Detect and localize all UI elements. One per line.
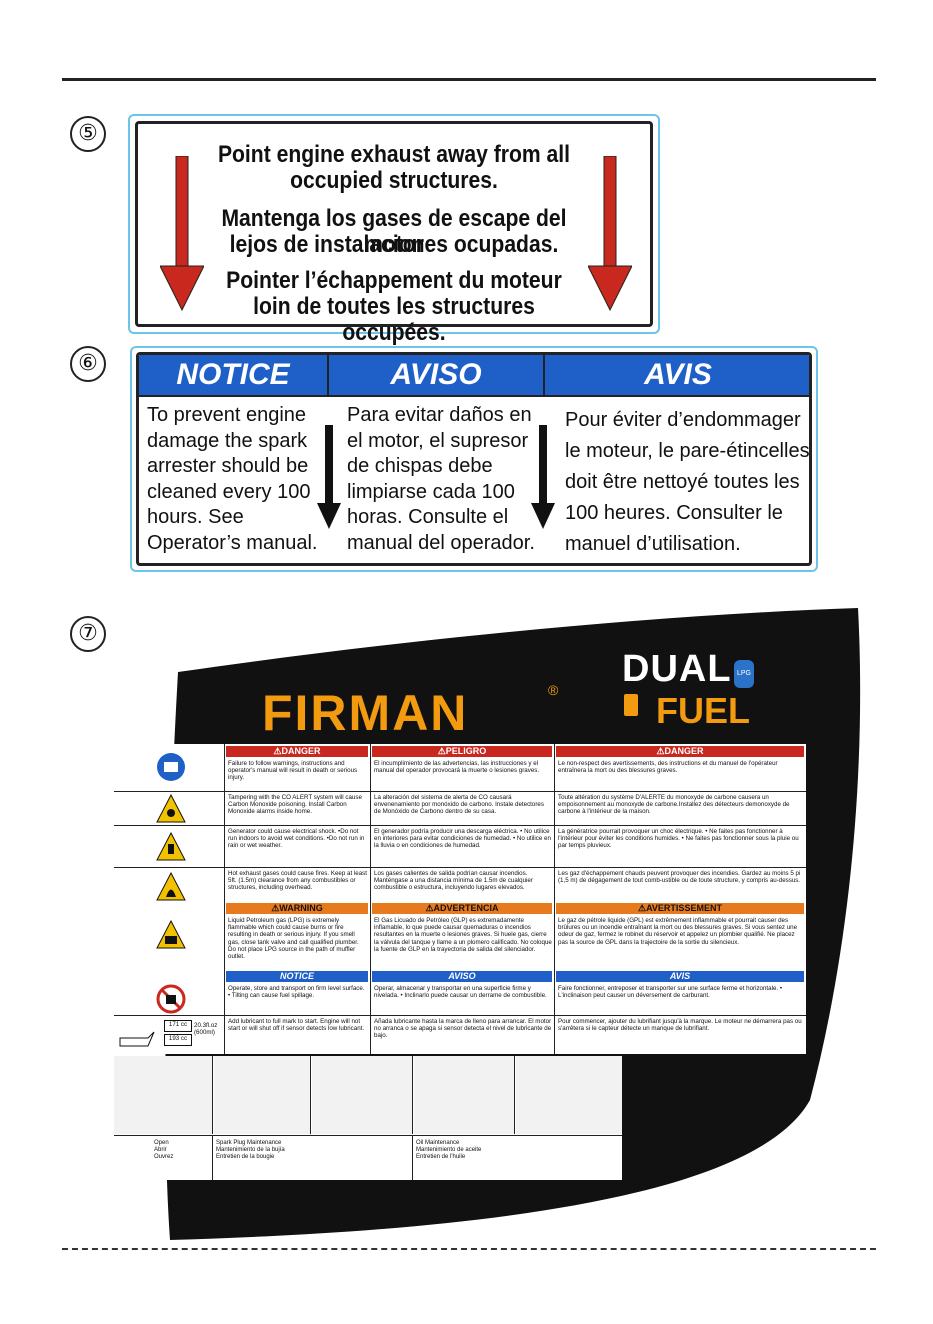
down-arrow-icon	[317, 425, 341, 529]
safety-table: ⚠DANGER ⚠PELIGRO ⚠DANGER Failure to foll…	[114, 744, 806, 1054]
row6-fr: Faire fonctionner, entreposer et transpo…	[558, 985, 783, 1000]
aviso-header: AVISO	[329, 355, 543, 395]
row1-en: Failure to follow warnings, instructions…	[228, 760, 358, 782]
row4-es: Los gases calientes de salida podrían ca…	[374, 870, 533, 892]
row3-en: Generator could cause electrical shock. …	[228, 828, 365, 850]
oil-193cc: 193 cc	[164, 1034, 192, 1046]
row5-fr: Le gaz de pétrole liquide (GPL) est extr…	[558, 917, 798, 946]
row7-fr: Pour commencer, ajouter du lubrifiant ju…	[558, 1018, 802, 1033]
row6-es: Operar, almacenar y transportar en una s…	[374, 985, 547, 1000]
row7-es: Añada lubricante hasta la marca de lleno…	[374, 1018, 552, 1040]
notice-header-fr: AVIS	[556, 971, 804, 982]
row2-es: La alteración del sistema de alerta de C…	[374, 794, 544, 816]
firman-logo: FIRMAN	[262, 685, 469, 741]
row1-fr: Le non-respect des avertissements, des i…	[558, 760, 778, 775]
exhaust-line-fr-1: Pointer l’échappement du moteur	[226, 267, 562, 294]
row5-es: El Gas Licuado de Petróleo (GLP) es extr…	[374, 917, 552, 953]
notice-header-es: AVISO	[372, 971, 552, 982]
dual-fuel-logo-dual: DUAL	[622, 648, 732, 690]
header-underline	[139, 395, 809, 397]
row2-en: Tampering with the CO ALERT system will …	[228, 794, 362, 816]
row6-en: Operate, store and transport on firm lev…	[228, 985, 365, 1000]
row3-es: El generador podría producir una descarg…	[374, 828, 551, 850]
row1-es: El incumplimiento de las advertencias, l…	[374, 760, 540, 775]
circle-number-7: ⑦	[70, 616, 106, 652]
fuel-pump-icon	[624, 694, 638, 716]
exhaust-label: Point engine exhaust away from all occup…	[128, 114, 660, 346]
notice-header: NOTICE	[139, 355, 327, 395]
warning-header-es: ⚠ADVERTENCIA	[372, 903, 552, 914]
read-manual-icon	[157, 753, 185, 781]
danger-header-en: ⚠DANGER	[226, 746, 368, 757]
oil-171cc: 171 cc	[164, 1020, 192, 1032]
down-arrow-right-icon	[588, 156, 632, 312]
exhaust-line-es-2: lejos de instalaciones ocupadas.	[229, 231, 559, 258]
row3-fr: La génératrice pourrait provoquer un cho…	[558, 828, 799, 850]
exhaust-line-en-1: Point engine exhaust away from all	[217, 141, 571, 168]
header-divider	[327, 355, 329, 395]
oil-drain-illustration	[516, 1056, 622, 1134]
exhaust-line-es-1: Mantenga los gases de escape del motor	[221, 205, 567, 258]
oil-can-icon	[119, 1031, 155, 1047]
down-arrow-icon	[531, 425, 555, 529]
exhaust-line-en-2: occupied structures.	[290, 167, 498, 194]
header-divider	[543, 355, 545, 395]
co-poisoning-icon	[156, 794, 186, 823]
circle-number-6: ⑥	[70, 346, 106, 382]
open-cover-illustration	[114, 1056, 213, 1134]
avis-header: AVIS	[545, 355, 809, 395]
warning-header-en: ⚠WARNING	[226, 903, 368, 914]
lpg-tank-icon: LPG	[734, 660, 754, 688]
spark-plug-illustration-1	[214, 1056, 311, 1134]
circle-number-5: ⑤	[70, 116, 106, 152]
down-arrow-left-icon	[160, 156, 204, 312]
oil-illustration	[414, 1056, 515, 1134]
dual-fuel-logo-fuel: FUEL	[656, 690, 750, 731]
row4-en: Hot exhaust gases could cause fires. Kee…	[228, 870, 367, 892]
row5-en: Liquid Petroleum gas (LPG) is extremely …	[228, 917, 359, 961]
row4-fr: Les gaz d'échappement chauds peuvent pro…	[558, 870, 801, 885]
danger-header-es: ⚠PELIGRO	[372, 746, 552, 757]
notice-header-en: NOTICE	[226, 971, 368, 982]
lpg-flammable-icon	[156, 920, 186, 949]
no-tilt-icon	[156, 984, 186, 1014]
warning-header-fr: ⚠AVERTISSEMENT	[556, 903, 804, 914]
fire-hazard-icon	[156, 872, 186, 901]
danger-header-fr: ⚠DANGER	[556, 746, 804, 757]
row7-en: Add lubricant to full mark to start. Eng…	[228, 1018, 365, 1033]
electric-shock-icon	[156, 832, 186, 861]
oil-quantity: 20.3fl.oz (600ml)	[194, 1022, 218, 1037]
top-rule	[62, 78, 876, 81]
exhaust-line-fr-2: loin de toutes les structures occupées.	[253, 293, 535, 346]
registered-mark: ®	[548, 682, 559, 698]
row2-fr: Toute altération du système D'ALERTE du …	[558, 794, 790, 816]
spark-plug-illustration-2	[312, 1056, 413, 1134]
cut-line	[62, 1248, 876, 1250]
